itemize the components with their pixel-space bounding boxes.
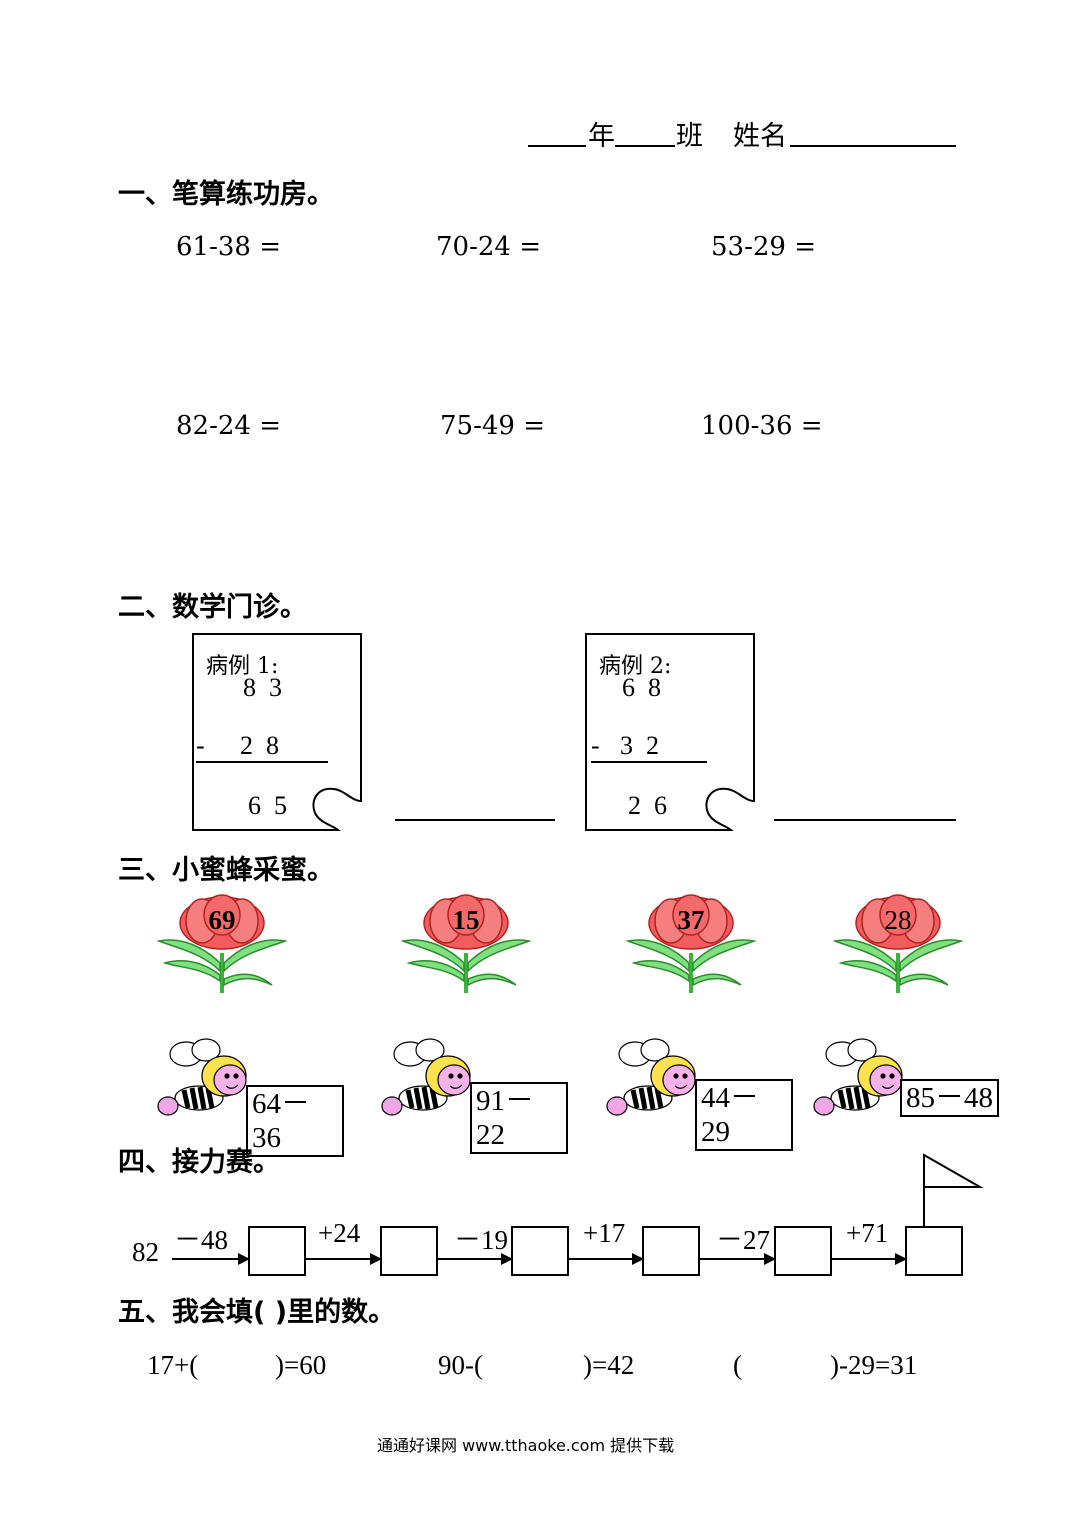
torn-card-outline: [192, 633, 362, 831]
bee-icon: [813, 1038, 903, 1116]
class-blank[interactable]: [615, 145, 675, 147]
grade-label: 年: [588, 121, 615, 151]
calc-problem-1: 61-38 =: [176, 232, 282, 262]
relay-arrow-1: [172, 1253, 250, 1265]
case-wrong-result: 6 5: [248, 791, 287, 820]
case-wrong-result: 2 6: [628, 791, 667, 820]
relay-start-number: 82: [132, 1237, 159, 1267]
section5-title: 五、我会填( )里的数。: [118, 1297, 396, 1328]
case-subtrahend: 3 2: [620, 731, 659, 760]
name-label: 姓名: [733, 121, 787, 151]
fill-item-1-left: 17+(: [147, 1350, 199, 1380]
relay-op-3: －19: [454, 1225, 508, 1255]
correction-blank-1[interactable]: [395, 819, 555, 821]
relay-op-2: +24: [318, 1218, 361, 1248]
relay-arrow-4: [569, 1253, 644, 1265]
bee-expression: 64－36: [246, 1085, 344, 1157]
flower-number: 69: [208, 905, 236, 935]
class-label: 班: [676, 121, 703, 151]
bee-icon: [606, 1038, 696, 1116]
fill-blank-2[interactable]: [500, 1350, 580, 1382]
case-top-number: 8 3: [243, 673, 282, 702]
flower-number: 37: [677, 905, 705, 935]
relay-arrow-5: [700, 1253, 776, 1265]
case-top-number: 6 8: [622, 673, 661, 702]
flower-number: 15: [452, 905, 480, 935]
fill-item-2-left: 90-(: [438, 1350, 483, 1380]
bee-4[interactable]: 85－48: [810, 1036, 1000, 1126]
relay-arrow-2: [306, 1253, 382, 1265]
relay-box-final[interactable]: [905, 1226, 963, 1276]
flower-number: 28: [884, 905, 912, 935]
relay-op-4: +17: [583, 1218, 626, 1248]
flower-3: 37: [626, 893, 766, 1003]
relay-op-1: －48: [174, 1225, 228, 1255]
grade-blank[interactable]: [528, 145, 586, 147]
calc-problem-5: 75-49 =: [440, 411, 546, 441]
relay-op-6: +71: [846, 1218, 889, 1248]
case-sum-line: [591, 761, 707, 763]
flag-icon: [923, 1153, 984, 1227]
correction-blank-2[interactable]: [774, 819, 956, 821]
flower-icon: [833, 894, 964, 993]
flower-icon: [626, 894, 757, 993]
relay-box-4[interactable]: [642, 1226, 700, 1276]
bee-expression: 44－29: [695, 1079, 793, 1151]
bee-2[interactable]: 91－22: [378, 1036, 568, 1154]
calc-problem-2: 70-24 =: [436, 232, 542, 262]
bee-1[interactable]: 64－36: [154, 1036, 344, 1157]
calc-problem-6: 100-36 =: [701, 411, 823, 441]
flower-1: 69: [157, 893, 297, 1003]
relay-op-5: －27: [716, 1225, 770, 1255]
fill-item-2-right: )=42: [583, 1350, 635, 1380]
fill-item-1-right: )=60: [275, 1350, 327, 1380]
relay-box-3[interactable]: [511, 1226, 569, 1276]
bee-expression: 91－22: [470, 1082, 568, 1154]
section3-title: 三、小蜜蜂采蜜。: [118, 855, 334, 886]
relay-box-1[interactable]: [248, 1226, 306, 1276]
case-minus-sign: -: [196, 731, 205, 760]
section4-title: 四、接力赛。: [118, 1147, 280, 1178]
flower-4: 28: [833, 893, 973, 1003]
case-label: 病例 2:: [599, 654, 672, 679]
relay-arrow-3: [438, 1253, 513, 1265]
flower-icon: [401, 894, 532, 993]
fill-item-3-right: )-29=31: [830, 1350, 918, 1380]
case-sum-line: [196, 761, 328, 763]
section1-title: 一、笔算练功房。: [118, 179, 334, 210]
bee-expression: 85－48: [900, 1079, 1000, 1117]
calc-problem-4: 82-24 =: [176, 411, 282, 441]
case-label: 病例 1:: [206, 654, 279, 679]
flower-2: 15: [401, 893, 541, 1003]
footer-text: 通通好课网 www.tthaoke.com 提供下载: [377, 1436, 675, 1455]
relay-box-5[interactable]: [774, 1226, 832, 1276]
bee-icon: [381, 1038, 471, 1116]
bee-icon: [157, 1038, 247, 1116]
relay-arrow-6: [832, 1253, 907, 1265]
fill-blank-3[interactable]: [748, 1350, 828, 1382]
case-subtrahend: 2 8: [240, 731, 279, 760]
name-blank[interactable]: [790, 145, 956, 147]
flower-icon: [157, 894, 288, 993]
torn-card-outline: [585, 633, 755, 831]
bee-3[interactable]: 44－29: [603, 1036, 793, 1151]
case-minus-sign: -: [591, 731, 600, 760]
relay-box-2[interactable]: [380, 1226, 438, 1276]
calc-problem-3: 53-29 =: [711, 232, 817, 262]
fill-item-3-left: (: [733, 1350, 742, 1380]
fill-blank-1[interactable]: [202, 1350, 272, 1382]
section2-title: 二、数学门诊。: [118, 592, 307, 623]
